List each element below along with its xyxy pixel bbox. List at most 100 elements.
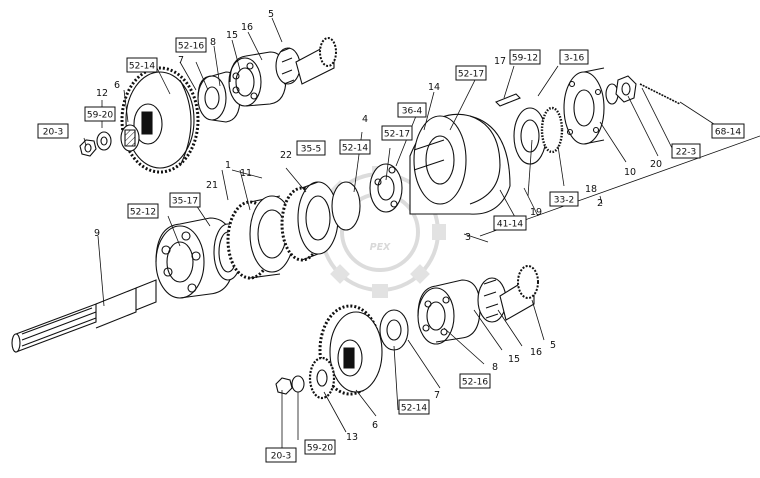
callout-3: 3 — [465, 232, 471, 243]
label-20-3-bottom: 20-3 — [265, 447, 297, 463]
callout-8-top: 8 — [210, 37, 216, 48]
callout-9: 9 — [94, 228, 100, 239]
callout-18: 18 — [585, 184, 597, 195]
callout-6-bottom: 6 — [372, 420, 378, 431]
washer-59-20-top — [96, 131, 112, 151]
label-59-20-bottom: 59-20 — [304, 439, 336, 455]
svg-text:41-14: 41-14 — [497, 220, 523, 230]
pinion-13 — [308, 356, 336, 400]
svg-text:20-3: 20-3 — [43, 128, 63, 138]
svg-text:22-3: 22-3 — [676, 148, 696, 158]
svg-text:35-5: 35-5 — [301, 145, 321, 155]
callout-2: 2 — [597, 198, 603, 209]
svg-text:33-2: 33-2 — [554, 196, 574, 206]
callout-7-bottom: 7 — [434, 390, 440, 401]
callout-13: 13 — [346, 432, 358, 443]
label-59-20-top: 59-20 — [84, 106, 116, 122]
label-36-4: 36-4 — [397, 102, 427, 118]
watermark-text: PEX — [370, 242, 391, 253]
callout-16-bottom: 16 — [530, 347, 542, 358]
label-52-16-top: 52-16 — [175, 37, 207, 53]
washer-59-20-bottom — [291, 375, 305, 393]
main-shaft-assembly — [11, 67, 681, 353]
callout-22: 22 — [280, 150, 292, 161]
shaft-9 — [11, 279, 157, 353]
flange-10 — [563, 67, 605, 145]
pinion-5-bottom — [499, 265, 539, 321]
nut-22-3 — [615, 75, 637, 103]
svg-text:52-17: 52-17 — [384, 130, 410, 140]
differential-housing — [409, 113, 511, 215]
svg-text:52-12: 52-12 — [130, 208, 156, 218]
callout-12: 12 — [96, 88, 108, 99]
svg-text:52-14: 52-14 — [401, 404, 427, 414]
label-52-14-bottom: 52-14 — [398, 399, 430, 415]
number-callouts: 5 16 15 8 7 6 12 14 17 4 22 1 21 11 9 3 … — [94, 9, 662, 443]
callout-11: 11 — [240, 168, 252, 179]
label-35-5: 35-5 — [296, 140, 326, 156]
label-59-12: 59-12 — [509, 49, 541, 65]
callout-19: 19 — [530, 207, 542, 218]
callout-10: 10 — [624, 167, 636, 178]
svg-text:20-3: 20-3 — [271, 452, 291, 462]
label-52-17-b: 52-17 — [381, 125, 413, 141]
spacer-35-5 — [331, 181, 361, 231]
bearing-52-16-bottom — [417, 279, 481, 345]
gear-22 — [280, 181, 339, 262]
gear-6-bottom — [318, 304, 383, 396]
svg-text:52-16: 52-16 — [178, 42, 204, 52]
boxed-labels: 52-14 52-16 59-20 20-3 52-17 59-12 3-16 — [37, 37, 745, 463]
callout-5-bottom: 5 — [550, 340, 556, 351]
nut-20-3-bottom — [275, 377, 293, 395]
label-33-2: 33-2 — [549, 191, 579, 207]
svg-text:52-16: 52-16 — [462, 378, 488, 388]
gear-6-top — [120, 66, 200, 174]
callout-16-top: 16 — [241, 22, 253, 33]
callout-5-top: 5 — [268, 9, 274, 20]
callout-4: 4 — [362, 114, 368, 125]
callout-17: 17 — [494, 56, 506, 67]
svg-text:52-14: 52-14 — [129, 62, 155, 72]
bearing-52-14-bottom — [379, 309, 409, 351]
bearing-52-14-mid — [369, 163, 403, 213]
bottom-gear-assembly — [275, 265, 539, 400]
callout-14: 14 — [428, 82, 440, 93]
label-52-16-bottom: 52-16 — [459, 373, 491, 389]
callout-1: 1 — [225, 160, 231, 171]
bearing-33-2 — [513, 106, 564, 165]
roller-cage-15-16-top — [275, 47, 301, 85]
label-35-17: 35-17 — [169, 192, 201, 208]
label-20-3-top: 20-3 — [37, 123, 69, 139]
callout-15-bottom: 15 — [508, 354, 520, 365]
callout-21: 21 — [206, 180, 218, 191]
svg-text:52-14: 52-14 — [342, 144, 368, 154]
label-52-17-a: 52-17 — [455, 65, 487, 81]
svg-text:59-20: 59-20 — [87, 111, 113, 121]
callout-6-top: 6 — [114, 80, 120, 91]
callout-20: 20 — [650, 159, 662, 170]
callout-15-top: 15 — [226, 30, 238, 41]
svg-text:68-14: 68-14 — [715, 128, 741, 138]
label-68-14: 68-14 — [711, 123, 745, 139]
svg-text:36-4: 36-4 — [402, 107, 423, 117]
bearing-52-12 — [155, 217, 235, 299]
hub-12 — [120, 124, 140, 152]
callout-8-bottom: 8 — [492, 362, 498, 373]
nut-20-3-top — [79, 139, 97, 157]
label-3-16: 3-16 — [559, 49, 589, 65]
label-22-3: 22-3 — [671, 143, 701, 159]
label-52-14-mid: 52-14 — [339, 139, 371, 155]
svg-text:35-17: 35-17 — [172, 197, 198, 207]
pinion-5-top — [295, 37, 337, 85]
top-left-gear-assembly — [79, 37, 337, 174]
bolt-59-12 — [495, 93, 521, 107]
label-52-14-top: 52-14 — [126, 57, 158, 73]
svg-text:59-12: 59-12 — [512, 54, 538, 64]
label-52-12: 52-12 — [127, 203, 159, 219]
svg-text:59-20: 59-20 — [307, 444, 333, 454]
svg-text:3-16: 3-16 — [564, 54, 585, 64]
svg-text:52-17: 52-17 — [458, 70, 484, 80]
cotter-pin-68-14 — [639, 83, 681, 105]
callout-7-top: 7 — [178, 55, 184, 66]
